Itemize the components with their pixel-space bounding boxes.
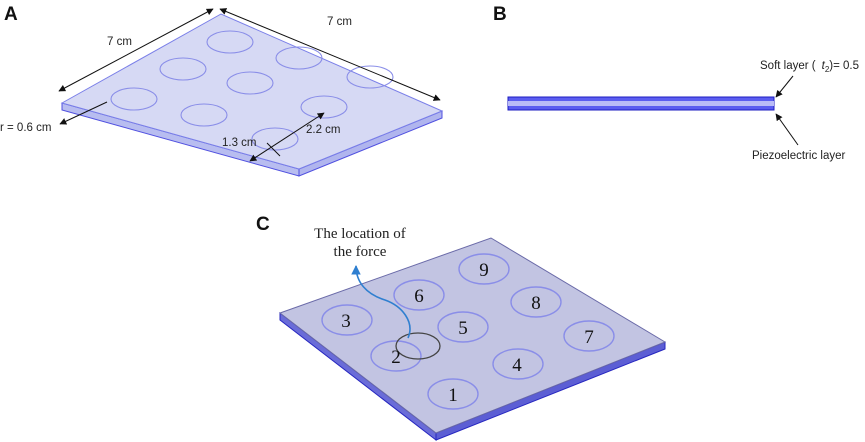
sensor-number-6: 6 xyxy=(414,286,424,307)
force-location-line2: the force xyxy=(334,244,387,260)
sensor-ring-6 xyxy=(393,279,445,311)
sensor-number-1: 1 xyxy=(448,385,458,406)
sensor-number-2: 2 xyxy=(391,347,401,368)
layer-stack xyxy=(507,96,775,111)
force-location-line1: The location of xyxy=(314,226,406,242)
dim-arrow-spacing xyxy=(249,112,325,162)
piezo-layer-label: Piezoelectric layer xyxy=(752,150,845,162)
soft-layer-bar xyxy=(508,101,774,106)
dim-arrow-top xyxy=(219,8,441,101)
soft-layer-label: Soft layer (t2)= 0.5 xyxy=(760,60,859,74)
dim-arrow-left xyxy=(58,8,214,92)
sensor-rings-c xyxy=(321,253,615,410)
sensor-numbers: 1 2 3 4 5 6 7 8 9 xyxy=(341,260,594,406)
sensor-ring-7 xyxy=(563,320,615,352)
force-arrow xyxy=(351,265,411,339)
sensor-ring-9 xyxy=(458,253,510,285)
spacing-small-label: 1.3 cm xyxy=(222,137,257,149)
panel-c-letter: C xyxy=(256,214,270,235)
soft-layer-leader xyxy=(775,75,794,98)
radius-label: r = 0.6 cm xyxy=(0,122,51,134)
radius-leader xyxy=(59,101,108,125)
sensor-ring-1 xyxy=(427,378,479,410)
sensor-number-4: 4 xyxy=(512,355,522,376)
panel-b-letter: B xyxy=(493,4,507,25)
panel-a: A 7 cm 7 cm r = 0.6 cm 1.3 cm 2.2 cm xyxy=(0,4,444,177)
panel-a-letter: A xyxy=(4,4,18,25)
plate-c-top xyxy=(278,237,667,434)
sensor-number-5: 5 xyxy=(458,318,468,339)
dim-left-label: 7 cm xyxy=(107,36,132,48)
sensor-ring-3 xyxy=(321,304,373,336)
sensor-ring-2 xyxy=(370,340,422,372)
force-location-ring xyxy=(395,332,441,360)
plate-c xyxy=(278,237,667,442)
sensor-ring-4 xyxy=(492,348,544,380)
sensor-ring-5 xyxy=(437,311,489,343)
sensor-number-8: 8 xyxy=(531,293,541,314)
dim-top-label: 7 cm xyxy=(327,16,352,28)
sensor-number-7: 7 xyxy=(584,327,594,348)
piezo-layer-leader xyxy=(775,113,799,146)
sensor-ring xyxy=(180,103,228,127)
sensor-number-3: 3 xyxy=(341,311,351,332)
panel-b: B Soft layer (t2)= 0.5 Piezoelectric lay… xyxy=(493,4,859,162)
sensor-number-9: 9 xyxy=(479,260,489,281)
panel-c: C 1 2 3 4 5 6 7 8 9 xyxy=(256,214,667,442)
spacing-tick xyxy=(266,142,281,157)
spacing-large-label: 2.2 cm xyxy=(306,124,341,136)
sensor-ring-8 xyxy=(510,286,562,318)
